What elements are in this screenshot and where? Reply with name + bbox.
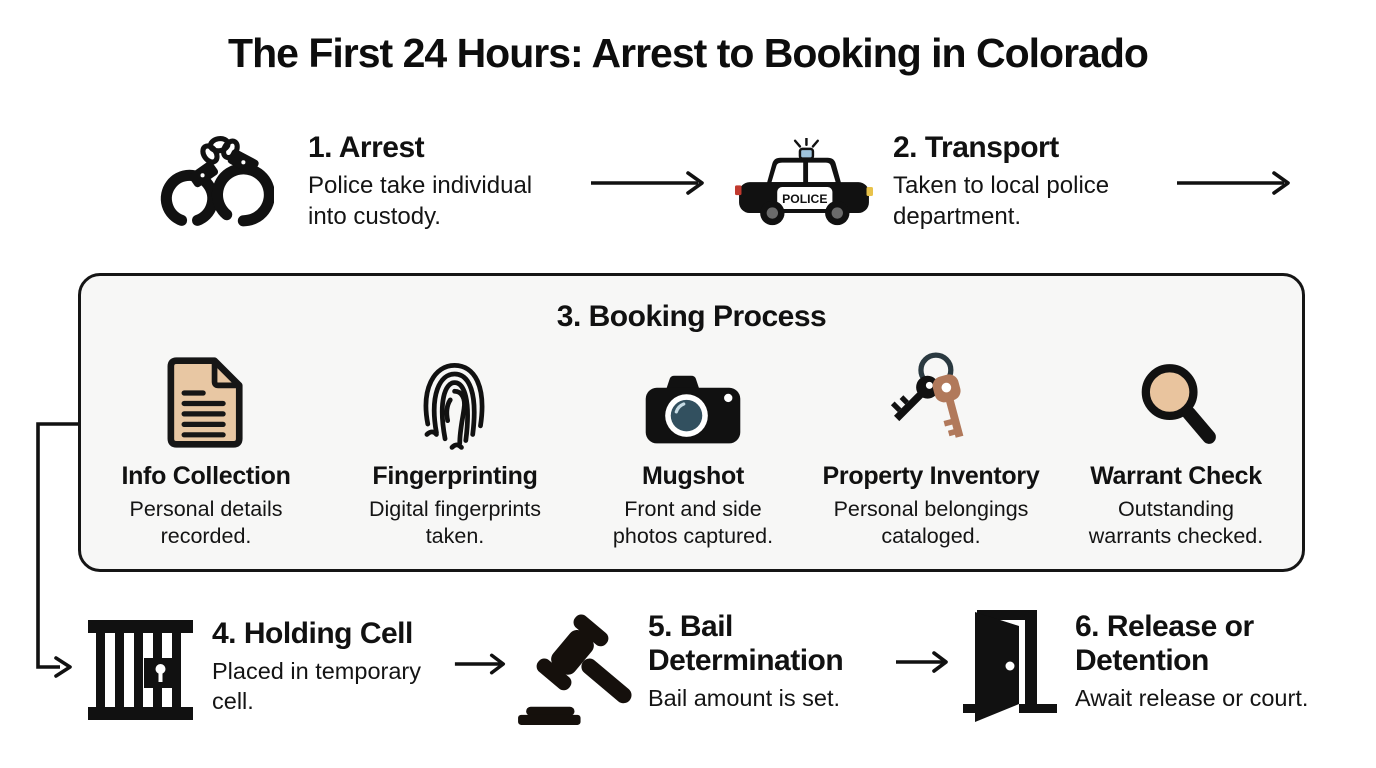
document-icon	[167, 357, 243, 448]
elbow-connector-icon	[36, 422, 78, 678]
substep-name: Property Inventory	[822, 462, 1040, 490]
substep-name: Info Collection	[121, 462, 291, 490]
step-holding-cell-heading: 4. Holding Cell	[212, 617, 413, 650]
step-transport-heading: 2. Transport	[893, 131, 1059, 164]
booking-substep-warrant-check: Warrant Check Outstanding warrants check…	[1070, 352, 1282, 550]
magnifier-icon	[1141, 364, 1216, 444]
flow-arrow-icon	[896, 651, 948, 673]
step-arrest: 1. Arrest Police take individual into cu…	[308, 131, 576, 232]
handcuffs-icon	[160, 136, 274, 227]
booking-substep-info-collection: Info Collection Personal details recorde…	[96, 352, 316, 550]
police-car-icon: POLICE	[735, 138, 873, 226]
booking-process-box: 3. Booking Process Info Collection Perso…	[78, 273, 1305, 572]
substep-description: Front and side photos captured.	[612, 497, 774, 549]
door-icon	[963, 610, 1057, 722]
step-transport: 2. Transport Taken to local police depar…	[893, 131, 1145, 232]
step-arrest-heading: 1. Arrest	[308, 131, 425, 164]
fingerprint-icon	[423, 362, 485, 450]
substep-description: Personal belongings cataloged.	[833, 497, 1029, 549]
camera-icon	[645, 375, 741, 444]
step-arrest-description: Police take individual into custody.	[308, 172, 533, 230]
step-transport-description: Taken to local police department.	[893, 172, 1110, 230]
flow-arrow-icon	[454, 653, 506, 675]
step-release-description: Await release or court.	[1075, 685, 1309, 712]
police-car-label: POLICE	[782, 192, 827, 206]
flow-arrow-icon	[591, 171, 704, 195]
substep-name: Warrant Check	[1090, 462, 1262, 490]
substep-description: Outstanding warrants checked.	[1088, 497, 1264, 549]
booking-substep-property-inventory: Property Inventory Personal belongings c…	[806, 352, 1056, 550]
jail-bars-icon	[88, 620, 193, 720]
step-bail: 5. Bail Determination Bail amount is set…	[648, 610, 908, 714]
step-release-heading: 6. Release or Detention	[1075, 610, 1254, 678]
step-holding-cell: 4. Holding Cell Placed in temporary cell…	[212, 617, 450, 717]
substep-name: Mugshot	[641, 462, 745, 490]
step-bail-description: Bail amount is set.	[648, 685, 841, 712]
step-release: 6. Release or Detention Await release or…	[1075, 610, 1350, 714]
substep-description: Personal details recorded.	[129, 497, 283, 549]
substep-name: Fingerprinting	[372, 462, 538, 490]
step-bail-heading: 5. Bail Determination	[648, 610, 844, 678]
substep-description: Digital fingerprints taken.	[368, 497, 542, 549]
booking-substep-mugshot: Mugshot Front and side photos captured.	[593, 352, 793, 550]
keys-icon	[890, 352, 963, 438]
booking-substep-fingerprinting: Fingerprinting Digital fingerprints take…	[345, 352, 565, 550]
gavel-icon	[518, 614, 632, 725]
page-title: The First 24 Hours: Arrest to Booking in…	[228, 30, 1149, 76]
flow-arrow-icon	[1177, 171, 1290, 195]
step-holding-cell-description: Placed in temporary cell.	[212, 658, 421, 715]
booking-heading: 3. Booking Process	[556, 300, 827, 333]
